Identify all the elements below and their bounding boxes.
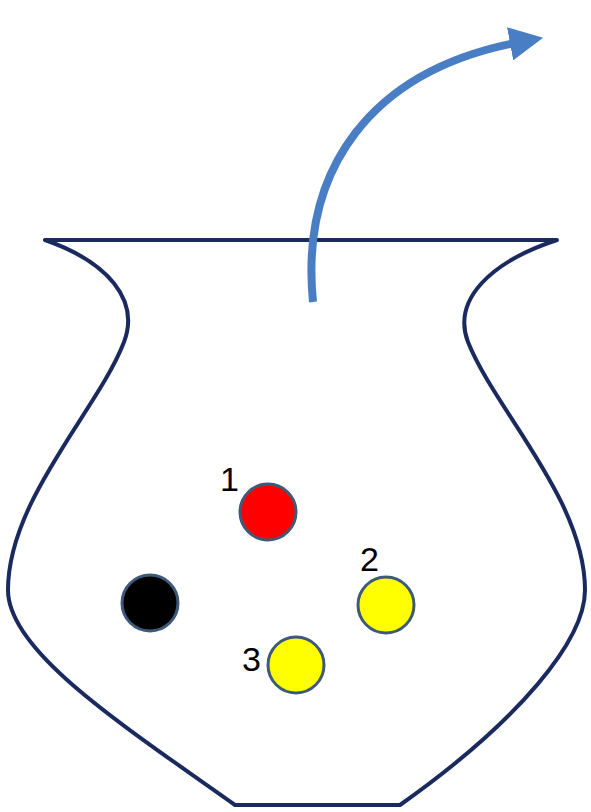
yellow-ball	[358, 577, 414, 633]
red-ball	[240, 484, 296, 540]
yellow-ball	[268, 637, 324, 693]
callout-number: 1	[220, 462, 239, 496]
black-ball	[122, 575, 178, 631]
lift-arrow	[311, 42, 520, 302]
vase-outline	[8, 240, 585, 805]
callout-number: 2	[360, 542, 379, 576]
callout-number: 3	[242, 642, 261, 676]
